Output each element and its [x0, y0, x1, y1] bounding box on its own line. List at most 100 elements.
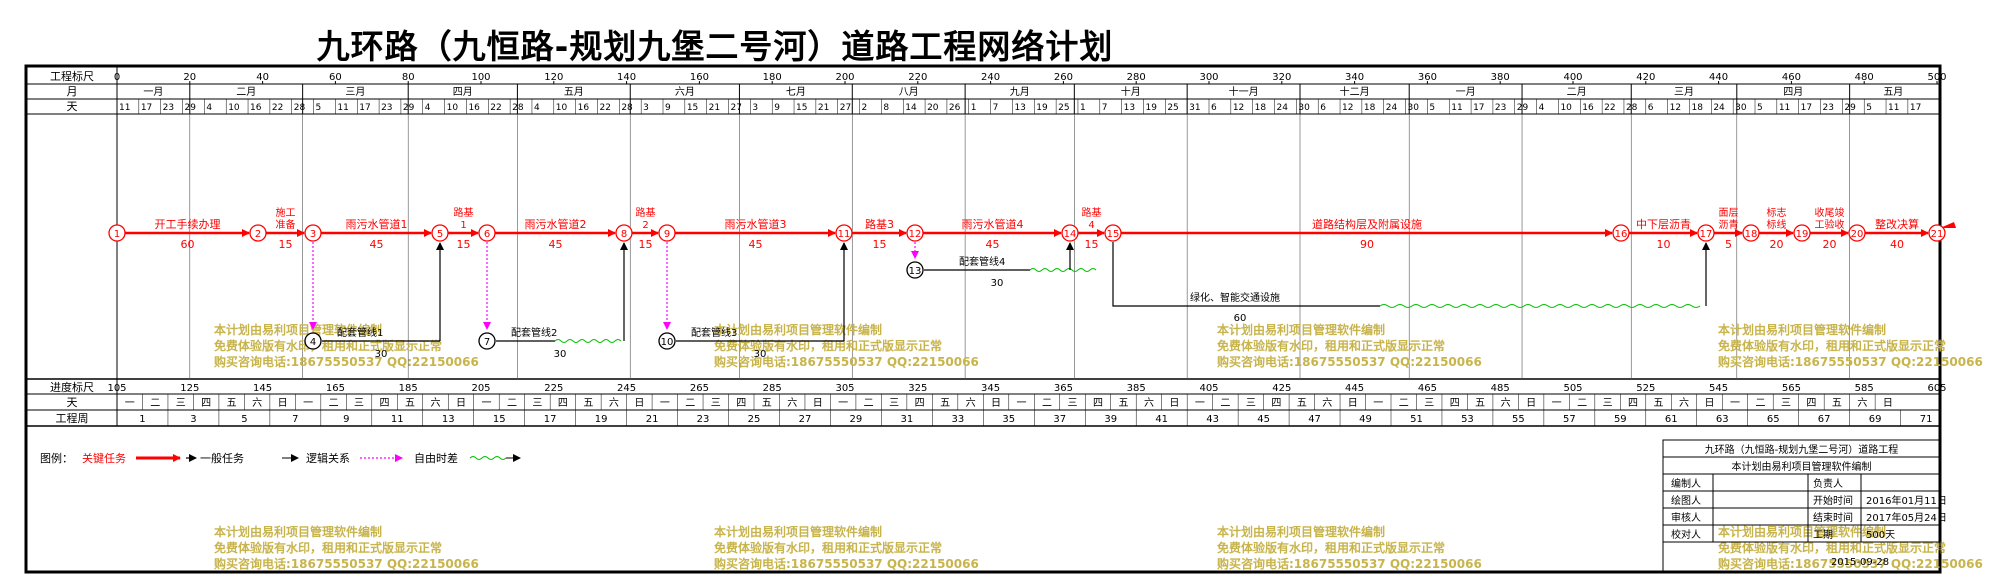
node-number: 18 — [1745, 229, 1758, 240]
week-label: 65 — [1767, 414, 1780, 425]
node-circle — [478, 332, 496, 350]
progress-tick: 385 — [1127, 383, 1146, 394]
progress-tick: 465 — [1418, 383, 1437, 394]
row-label: 天 — [67, 100, 78, 113]
day-label: 6 — [1211, 103, 1217, 113]
critical-task-duration: 45 — [986, 238, 1000, 251]
label-line: 标志 — [1767, 206, 1787, 219]
top-scale-tick: 360 — [1418, 72, 1437, 83]
row-label: 天 — [67, 396, 78, 409]
info-key: 负责人 — [1813, 477, 1843, 490]
day-label: 22 — [490, 103, 501, 113]
critical-task-name: 整改决算 — [1875, 217, 1919, 231]
node-number: 16 — [1615, 229, 1628, 240]
top-scale-tick: 300 — [1199, 72, 1218, 83]
critical-task-duration: 40 — [1890, 238, 1904, 251]
week-label: 25 — [748, 414, 761, 425]
week-label: 3 — [190, 414, 196, 425]
weekday-label: 四 — [201, 398, 211, 409]
node-number: 6 — [484, 229, 490, 240]
node-number: 20 — [1851, 229, 1864, 240]
progress-tick: 345 — [981, 383, 1000, 394]
week-label: 19 — [595, 414, 608, 425]
top-scale-tick: 0 — [114, 72, 120, 83]
day-label: 3 — [643, 103, 649, 113]
week-label: 69 — [1869, 414, 1882, 425]
month-label: 四月 — [453, 86, 473, 98]
node-number: 15 — [1107, 229, 1120, 240]
weekday-label: 日 — [813, 398, 823, 409]
node-number: 9 — [664, 229, 670, 240]
day-label: 27 — [731, 103, 742, 113]
progress-tick: 365 — [1054, 383, 1073, 394]
week-label: 43 — [1206, 414, 1219, 425]
month-label: 六月 — [675, 86, 695, 98]
info-key: 结束时间 — [1813, 511, 1853, 524]
weekday-label: 二 — [864, 398, 874, 409]
day-label: 11 — [119, 103, 130, 113]
day-label: 12 — [1670, 103, 1681, 113]
weekday-label: 二 — [685, 398, 695, 409]
week-label: 7 — [292, 414, 298, 425]
watermark-text: 本计划由易利项目管理软件编制 — [1718, 524, 1886, 539]
day-label: 13 — [1014, 103, 1025, 113]
critical-task-duration: 20 — [1770, 238, 1784, 251]
page-title: 九环路（九恒路-规划九堡二号河）道路工程网络计划 — [316, 27, 1114, 66]
node-number: 5 — [437, 229, 443, 240]
month-label: 九月 — [1010, 86, 1030, 98]
day-label: 24 — [1277, 103, 1289, 113]
day-label: 17 — [359, 103, 370, 113]
day-label: 17 — [1473, 103, 1484, 113]
critical-task-name: 施工准备 — [276, 206, 296, 231]
day-label: 20 — [927, 103, 939, 113]
node-number: 19 — [1796, 229, 1809, 240]
top-scale-tick: 160 — [690, 72, 709, 83]
weekday-label: 一 — [1552, 398, 1562, 409]
label-line: 收尾竣 — [1815, 206, 1845, 219]
weekday-label: 日 — [1883, 398, 1893, 409]
day-label: 16 — [250, 103, 262, 113]
watermark-text: 本计划由易利项目管理软件编制 — [714, 322, 882, 337]
free-float-wave — [554, 339, 622, 343]
watermark-text: 免费体验版有水印，租用和正式版显示正常 — [214, 540, 442, 555]
week-label: 21 — [646, 414, 659, 425]
critical-task-duration: 10 — [1657, 238, 1671, 251]
critical-task-name: 开工手续办理 — [155, 217, 221, 231]
node-circle — [1104, 224, 1122, 242]
top-scale-tick: 20 — [183, 72, 196, 83]
week-label: 9 — [343, 414, 349, 425]
day-label: 22 — [1604, 103, 1615, 113]
critical-task-duration: 20 — [1823, 238, 1837, 251]
progress-tick: 605 — [1927, 383, 1946, 394]
top-scale-tick: 460 — [1782, 72, 1801, 83]
top-scale-tick: 120 — [544, 72, 563, 83]
node-number: 10 — [661, 337, 674, 348]
day-label: 6 — [1320, 103, 1326, 113]
week-label: 5 — [241, 414, 247, 425]
day-label: 16 — [578, 103, 590, 113]
node-circle — [658, 332, 676, 350]
node-number: 21 — [1931, 229, 1944, 240]
weekday-label: 一 — [1373, 398, 1383, 409]
node-number: 2 — [255, 229, 261, 240]
critical-task-duration: 15 — [639, 238, 653, 251]
day-label: 1 — [1080, 103, 1086, 113]
day-label: 22 — [272, 103, 283, 113]
watermark-text: 本计划由易利项目管理软件编制 — [1217, 322, 1385, 337]
top-scale-tick: 80 — [402, 72, 415, 83]
day-label: 4 — [534, 103, 540, 113]
weekday-label: 一 — [125, 398, 135, 409]
row-label: 月 — [67, 85, 78, 98]
critical-task-name: 面层沥青 — [1719, 207, 1739, 231]
day-label: 2 — [862, 103, 868, 113]
day-label: 31 — [1189, 103, 1200, 113]
watermark-text: 免费体验版有水印，租用和正式版显示正常 — [1217, 338, 1445, 353]
weekday-label: 六 — [1322, 397, 1332, 409]
node-circle — [1742, 224, 1760, 242]
weekday-label: 四 — [736, 398, 746, 409]
progress-tick: 305 — [835, 383, 854, 394]
critical-task-name: 收尾竣工验收 — [1815, 206, 1845, 231]
week-label: 59 — [1614, 414, 1627, 425]
critical-task-name: 标志标线 — [1767, 206, 1787, 231]
